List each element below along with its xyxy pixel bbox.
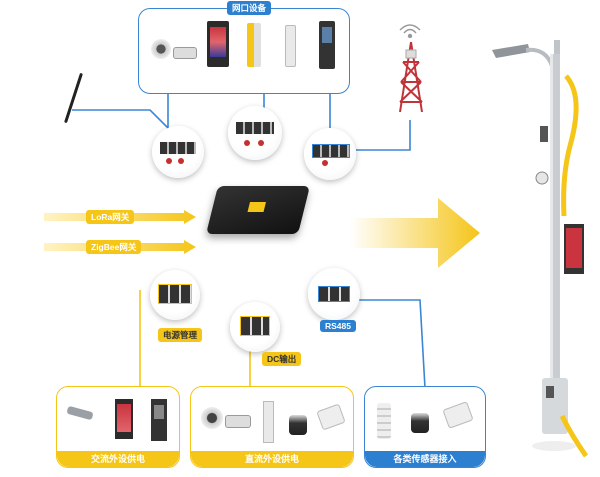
zigbee-gateway-label: ZigBee网关	[86, 240, 142, 254]
smart-pole	[486, 36, 596, 472]
wifi-icon	[398, 22, 422, 39]
line-rs485	[358, 299, 426, 389]
signal-tower-icon	[392, 41, 430, 113]
street-lamp-icon	[66, 405, 94, 421]
bullet-camera-icon	[173, 47, 197, 59]
line-antenna	[72, 109, 169, 129]
kiosk-icon	[319, 21, 335, 69]
controller-device	[206, 186, 310, 234]
charger-icon	[247, 23, 261, 67]
dc-output-label: DC输出	[262, 352, 302, 366]
sensor-device-icon	[442, 401, 474, 429]
network-devices-title: 网口设备	[227, 1, 272, 15]
ac-power-label: 交流外设供电	[57, 451, 179, 467]
weather-sensor-icon	[377, 403, 391, 439]
lora-gateway-label: LoRa网关	[86, 210, 135, 224]
alarm-light-icon	[289, 415, 307, 435]
line-tower	[356, 120, 411, 151]
bullet-camera-icon	[225, 415, 251, 428]
dc-power-label: 直流外设供电	[191, 451, 353, 467]
camera-icon	[151, 39, 171, 59]
display-screen-icon	[207, 21, 229, 67]
sensor-access-label: 各类传感器接入	[365, 451, 485, 467]
rs485-port-circle	[308, 268, 360, 320]
sensor-pillar-icon	[285, 25, 296, 67]
port-circle-center	[228, 106, 282, 160]
dc-power-box: 直流外设供电	[190, 386, 354, 468]
sensor-device-icon	[316, 403, 346, 431]
camera-icon	[201, 407, 223, 429]
port-circle-left	[152, 126, 204, 178]
rs485-label: RS485	[320, 320, 356, 332]
sensor-access-box: 各类传感器接入	[364, 386, 486, 468]
display-screen-icon	[115, 399, 133, 439]
sensor-pillar-icon	[263, 401, 274, 443]
dc-port-circle	[230, 302, 280, 352]
power-port-circle	[150, 270, 200, 320]
port-circle-right	[304, 128, 356, 180]
ac-power-box: 交流外设供电	[56, 386, 180, 468]
power-management-label: 电源管理	[158, 328, 203, 342]
network-devices-box: 网口设备	[138, 1, 350, 94]
big-arrow-icon	[350, 198, 480, 268]
kiosk-icon	[151, 399, 167, 441]
alarm-light-icon	[411, 413, 429, 433]
